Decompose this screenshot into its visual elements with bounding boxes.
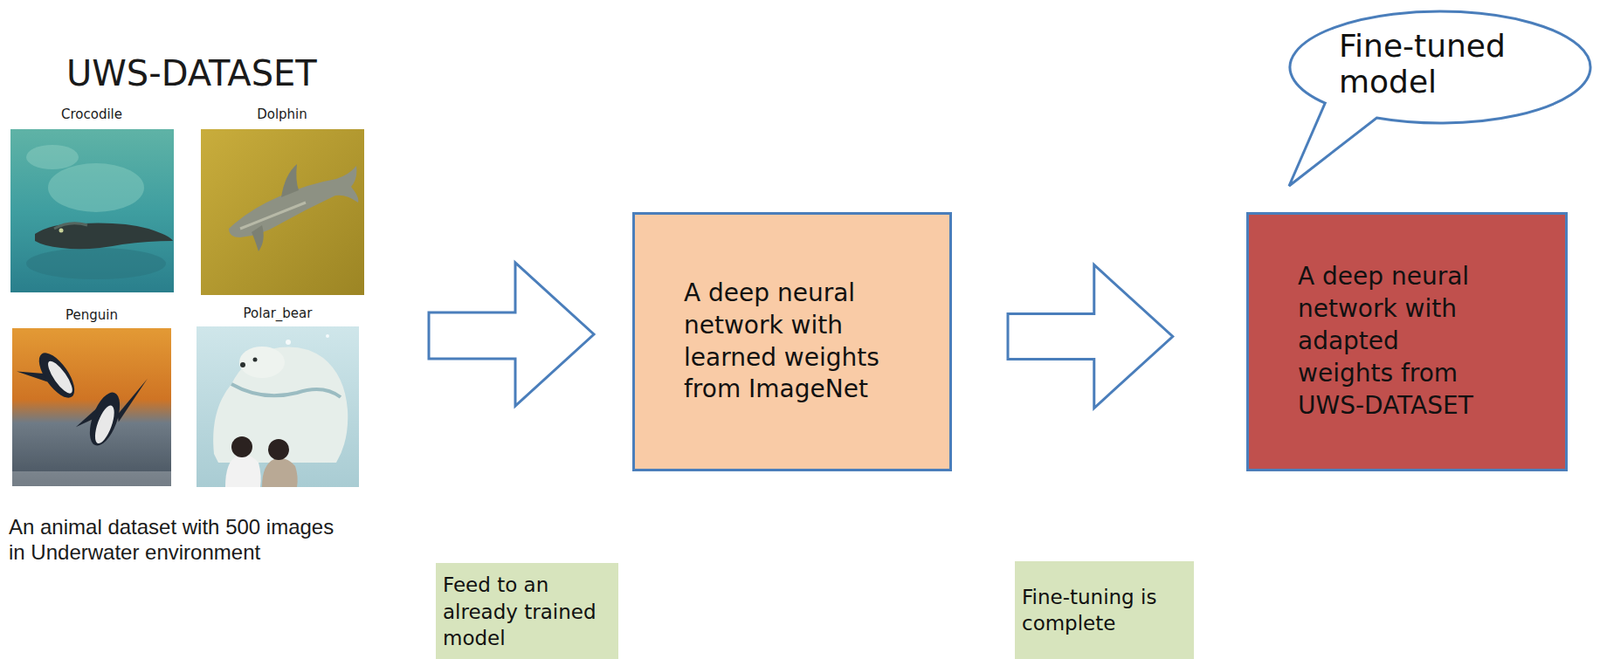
- bubble-outline-path: [1289, 11, 1591, 187]
- dataset-caption: An animal dataset with 500 images in Und…: [8, 515, 345, 566]
- image-label: Penguin: [65, 307, 118, 324]
- label-text: Dolphin: [256, 106, 308, 123]
- label-text: Penguin: [65, 307, 118, 324]
- image-label: Dolphin: [256, 106, 308, 123]
- process-box: A deep neural network with adapted weigh…: [1246, 212, 1568, 472]
- label-text: Crocodile: [61, 106, 123, 123]
- label-text: An animal dataset with 500 images in Und…: [8, 515, 334, 565]
- step-note: Fine-tuning is complete: [1014, 561, 1194, 659]
- label-text: Polar_bear: [243, 305, 313, 322]
- label-text: UWS-DATASET: [66, 53, 318, 94]
- image-label: Crocodile: [61, 106, 123, 123]
- process-box: A deep neural network with learned weigh…: [632, 212, 952, 472]
- dolphin-photo: [200, 129, 365, 296]
- callout-bubble: Fine-tuned model: [1287, 8, 1594, 189]
- crocodile-photo: [10, 129, 174, 293]
- step-note: Feed to an already trained model: [435, 563, 619, 659]
- node-text: A deep neural network with adapted weigh…: [1297, 261, 1501, 423]
- node-text: A deep neural network with learned weigh…: [683, 277, 887, 407]
- block-arrow: [1007, 265, 1173, 409]
- node-text: Fine-tuning is complete: [1021, 584, 1184, 638]
- image-label: Polar_bear: [243, 305, 313, 322]
- penguin-photo: [12, 328, 172, 487]
- dataset-heading: UWS-DATASET: [66, 52, 318, 95]
- block-arrow: [428, 262, 594, 407]
- node-text: Feed to an already trained model: [442, 572, 608, 652]
- node-text: Fine-tuned model: [1338, 27, 1542, 101]
- polar-bear-photo: [196, 326, 359, 488]
